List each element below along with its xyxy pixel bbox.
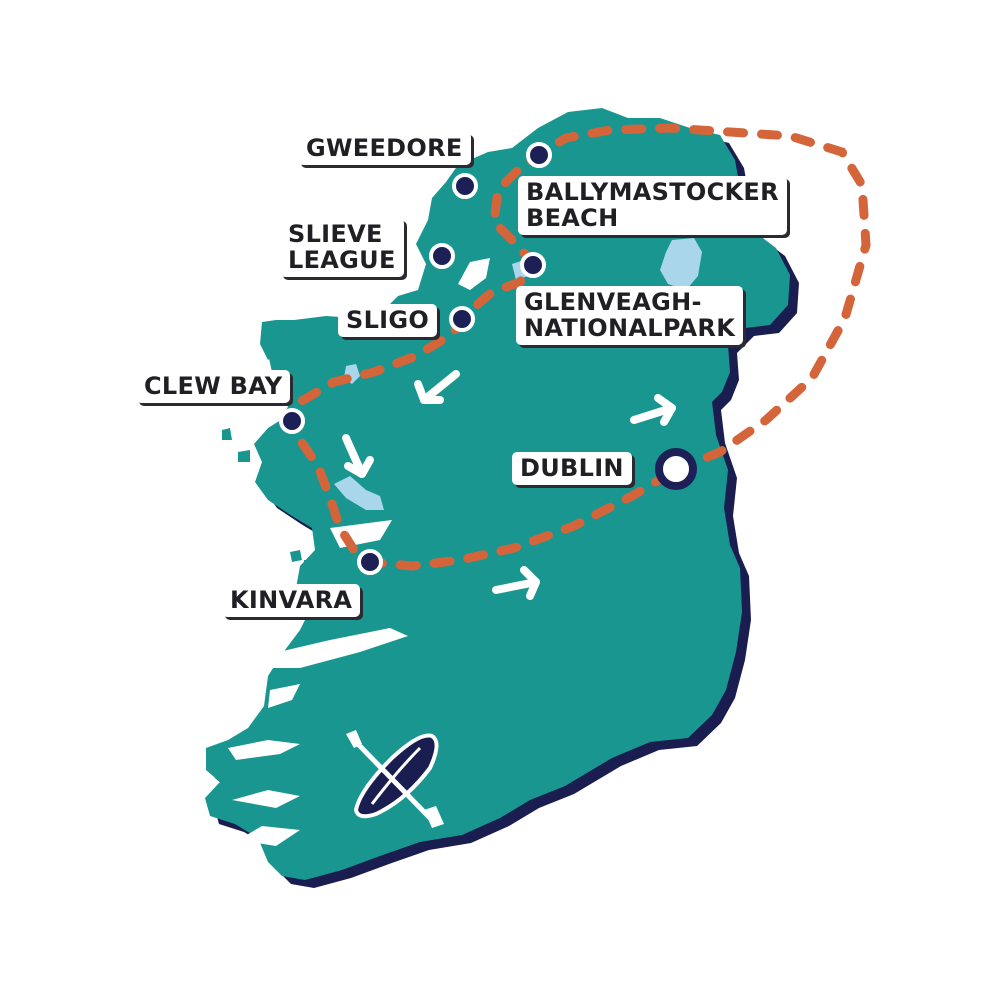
island-fragment [290,550,302,562]
label-sligo[interactable]: SLIGO [338,304,438,337]
island-fragment [304,560,314,570]
label-line1: BALLYMASTOCKER [526,178,779,206]
island-fragment [260,320,280,360]
label-slieve-league[interactable]: SLIEVE LEAGUE [280,218,404,277]
label-dublin[interactable]: DUBLIN [512,452,632,485]
island-fragment [222,428,232,440]
coast-inlet [268,684,300,708]
direction-arrow-icon [630,394,676,426]
label-glenveagh[interactable]: GLENVEAGH- NATIONALPARK [516,286,744,345]
marker-ballymastocker-beach[interactable] [526,142,552,168]
travel-route [282,123,871,571]
label-line1: SLIEVE [288,220,383,248]
label-gweedore[interactable]: GWEEDORE [298,132,471,165]
marker-gweedore[interactable] [452,173,478,199]
direction-arrow-icon [414,370,460,404]
lough-corrib [334,476,384,510]
label-text: DUBLIN [520,454,624,482]
coast-inlet [238,826,300,846]
label-text: SLIGO [346,306,430,334]
label-line2: NATIONALPARK [524,314,736,342]
marker-kinvara[interactable] [357,549,383,575]
label-text: KINVARA [230,586,353,614]
lough-neagh [660,238,702,290]
marker-dublin[interactable] [655,448,697,490]
marker-slieve-league[interactable] [429,243,455,269]
label-ballymastocker-beach[interactable]: BALLYMASTOCKER BEACH [518,176,787,235]
direction-arrow-icon [492,566,540,600]
label-kinvara[interactable]: KINVARA [222,584,361,617]
coast-inlet [232,790,300,808]
marker-sligo[interactable] [449,306,475,332]
marker-clew-bay[interactable] [279,408,305,434]
island-fragment [238,450,250,462]
marker-glenveagh[interactable] [520,252,546,278]
label-line2: LEAGUE [288,246,396,274]
coast-inlet [228,740,300,760]
direction-arrow-icon [342,434,374,478]
coast-inlet [270,628,408,668]
label-line1: GLENVEAGH- [524,288,702,316]
label-text: GWEEDORE [306,134,463,162]
label-clew-bay[interactable]: CLEW BAY [136,370,291,403]
label-text: CLEW BAY [144,372,283,400]
label-line2: BEACH [526,204,619,232]
coast-inlet [458,258,490,290]
kayak-paddle-icon [346,730,444,828]
